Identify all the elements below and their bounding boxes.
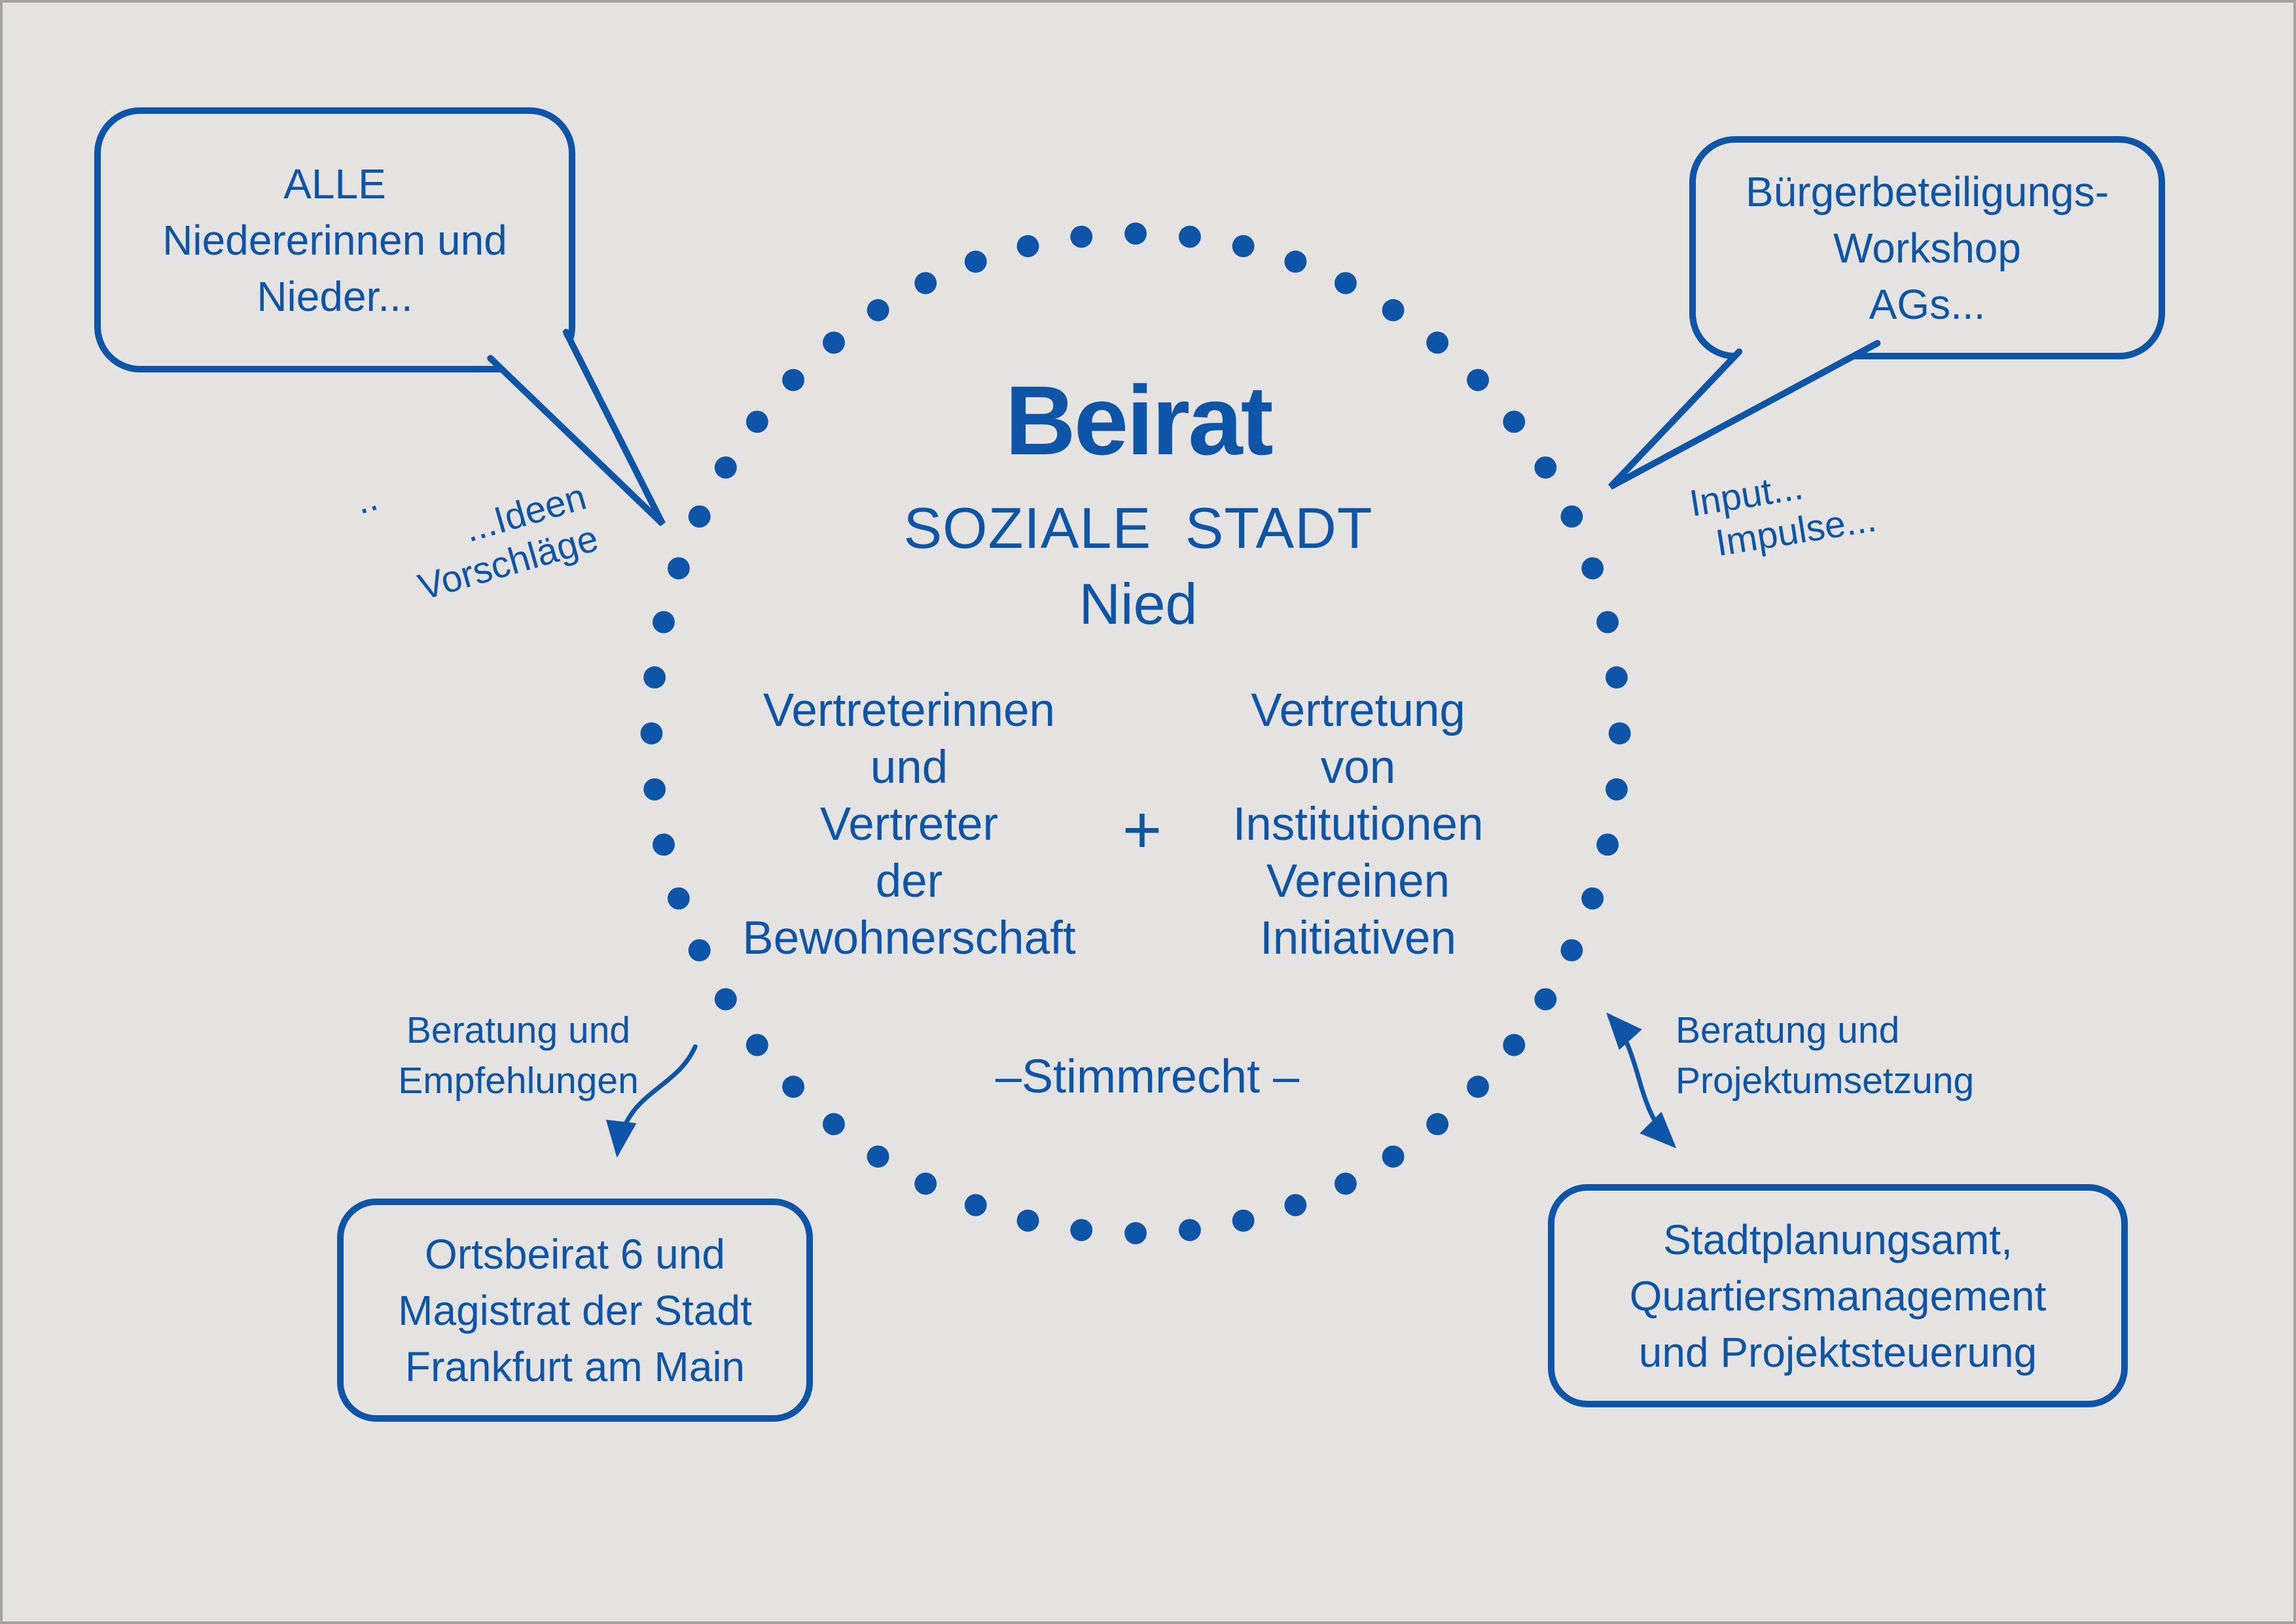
- column-line: und: [870, 742, 948, 793]
- circle-dot: [1232, 1209, 1255, 1232]
- circle-dot: [1426, 331, 1449, 354]
- bubble-line: AGs...: [1869, 280, 1986, 328]
- arrow-stadtplanungsamt-double: [1606, 1012, 1677, 1149]
- label-line: Projektumsetzung: [1676, 1060, 1975, 1102]
- label-ideen-vorschlaege: ...Ideen Vorschläge: [384, 475, 603, 614]
- circle-dot: [1503, 1034, 1526, 1056]
- box-stadtplanungsamt: Stadtplanungsamt, Quartiersmanagement un…: [1548, 1184, 2128, 1407]
- circle-dot: [867, 298, 889, 321]
- circle-dot: [1178, 225, 1201, 248]
- circle-dot: [714, 456, 737, 479]
- circle-dot: [1596, 611, 1619, 634]
- label-input-impulse: Input... Impulse...: [1687, 429, 2036, 568]
- column-line: Vertreterinnen: [762, 685, 1055, 736]
- circle-dot: [1426, 1113, 1449, 1136]
- circle-dot: [1334, 1172, 1357, 1195]
- stimmrecht-note: –Stimmrecht –: [995, 1051, 1300, 1103]
- circle-dot: [1382, 298, 1405, 321]
- column-line: Initiativen: [1260, 912, 1456, 964]
- circle-subtitle-nied: Nied: [1079, 571, 1198, 636]
- column-line: von: [1320, 742, 1396, 793]
- circle-dot: [1581, 557, 1604, 580]
- column-line: Institutionen: [1232, 799, 1484, 850]
- circle-dot: [1534, 456, 1557, 479]
- circle-dot: [1382, 1145, 1405, 1168]
- circle-dot: [1016, 235, 1039, 257]
- circle-dot: [914, 1172, 937, 1195]
- column-line: Vertreter: [819, 799, 999, 850]
- circle-subtitle: SOZIALE STADT: [903, 496, 1373, 560]
- circle-title: Beirat: [1005, 365, 1273, 475]
- circle-dot: [964, 1194, 987, 1217]
- circle-dot: [653, 611, 675, 634]
- circle-dot: [823, 1113, 845, 1136]
- circle-dot: [1124, 1221, 1147, 1244]
- circle-dot: [1334, 272, 1357, 295]
- label-ellipsis: ..: [350, 476, 382, 523]
- circle-dot: [1467, 1075, 1490, 1098]
- left-column-bewohnerschaft: Vertreterinnen und Vertreter der Bewohne…: [647, 682, 1171, 967]
- label-line: Beratung und: [1676, 1009, 1900, 1051]
- circle-dot: [714, 988, 737, 1011]
- circle-dot: [914, 272, 937, 295]
- label-line: Beratung und: [406, 1009, 631, 1051]
- column-line: Bewohnerschaft: [742, 912, 1076, 964]
- circle-dot: [1560, 505, 1583, 528]
- circle-dot: [1070, 1219, 1093, 1242]
- circle-dot: [745, 1034, 768, 1056]
- label-line: Empfehlungen: [398, 1060, 639, 1102]
- circle-dot: [1124, 222, 1147, 245]
- box-line: Magistrat der Stadt: [398, 1286, 752, 1334]
- bubble-line: ALLE: [283, 160, 386, 208]
- circle-dot: [1016, 1209, 1039, 1232]
- column-line: der: [875, 856, 943, 907]
- column-line: Vertretung: [1251, 685, 1465, 736]
- circle-dot: [1070, 225, 1093, 248]
- circle-dot: [964, 250, 987, 273]
- circle-dot: [1178, 1219, 1201, 1242]
- box-ortsbeirat: Ortsbeirat 6 und Magistrat der Stadt Fra…: [337, 1199, 813, 1422]
- bubble-line: Nieder...: [257, 272, 413, 320]
- circle-dot: [1284, 250, 1307, 273]
- circle-dot: [1284, 1194, 1307, 1217]
- circle-dot: [1534, 988, 1557, 1011]
- plus-sign: +: [1122, 792, 1162, 868]
- circle-dot: [667, 557, 690, 580]
- circle-dot: [1232, 235, 1255, 257]
- right-column-institutionen: Vertretung von Institutionen Vereinen In…: [1096, 682, 1620, 967]
- bubble-buergerbeteiligung: Bürgerbeteiligungs- Workshop AGs...: [1689, 136, 2165, 359]
- label-beratung-projektumsetzung: Beratung und Projektumsetzung: [1676, 1005, 2081, 1106]
- bubble-line: Niedererinnen und: [162, 216, 507, 264]
- bubble-line: Bürgerbeteiligungs-: [1746, 168, 2109, 215]
- box-line: Frankfurt am Main: [404, 1343, 745, 1390]
- circle-dot: [823, 331, 845, 354]
- circle-dot: [688, 505, 711, 528]
- bubble-line: Workshop: [1833, 224, 2021, 272]
- box-line: Ortsbeirat 6 und: [425, 1230, 725, 1278]
- bubble-alle-niederer: ALLE Niedererinnen und Nieder...: [94, 107, 575, 372]
- box-line: und Projektsteuerung: [1638, 1328, 2037, 1376]
- column-line: Vereinen: [1266, 856, 1450, 907]
- circle-dot: [782, 1075, 804, 1098]
- box-line: Stadtplanungsamt,: [1663, 1216, 2013, 1263]
- circle-dot: [867, 1145, 889, 1168]
- label-beratung-empfehlungen: Beratung und Empfehlungen: [355, 1005, 682, 1106]
- box-line: Quartiersmanagement: [1629, 1272, 2047, 1320]
